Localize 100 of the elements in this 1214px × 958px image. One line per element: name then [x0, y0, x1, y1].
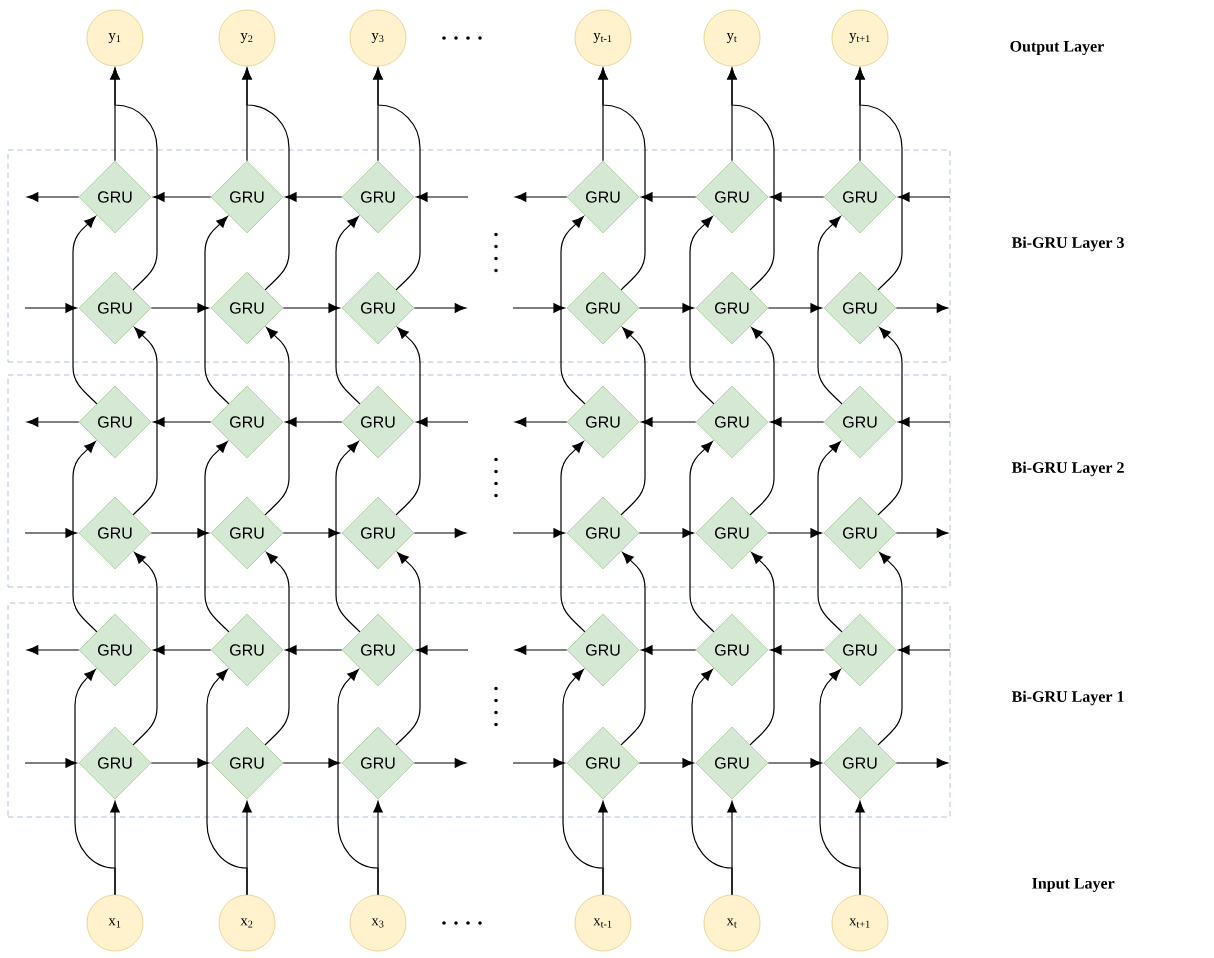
arrow	[641, 192, 697, 202]
input-node: x$_{1}$	[86, 894, 144, 952]
arrow	[877, 327, 903, 516]
arrow	[395, 552, 421, 746]
arrow	[560, 216, 586, 405]
arrow	[691, 669, 733, 896]
arrow	[767, 303, 822, 313]
arrow	[560, 441, 586, 633]
arrow	[413, 528, 467, 538]
arrow	[416, 192, 469, 202]
arrow	[898, 645, 951, 655]
arrow	[150, 528, 209, 538]
arrow	[153, 192, 212, 202]
arrow	[817, 441, 843, 633]
arrow	[337, 669, 379, 896]
arrow	[26, 645, 80, 655]
arrow	[132, 552, 158, 746]
arrow	[689, 216, 715, 405]
arrow	[335, 441, 361, 633]
arrow	[285, 417, 343, 427]
arrow	[416, 645, 469, 655]
arrow	[512, 303, 565, 313]
input-node: x$_{t}$	[703, 894, 761, 952]
arrow	[24, 758, 77, 768]
arrow	[204, 441, 230, 633]
arrow	[638, 528, 694, 538]
arrow	[641, 417, 697, 427]
arrow	[898, 192, 951, 202]
arrow	[767, 528, 822, 538]
output-node: y$_{1}$	[86, 9, 144, 67]
arrow	[153, 645, 212, 655]
arrow	[512, 528, 565, 538]
arrow	[817, 216, 843, 405]
arrow	[395, 327, 421, 516]
arrow	[749, 552, 775, 746]
arrow	[416, 417, 469, 427]
arrow	[335, 216, 361, 405]
arrow	[770, 645, 825, 655]
arrow	[153, 417, 212, 427]
arrow	[285, 192, 343, 202]
arrow	[895, 303, 949, 313]
arrow	[72, 441, 98, 633]
input-node: x$_{t-1}$	[574, 894, 632, 952]
arrow	[638, 303, 694, 313]
input-node: x$_{2}$	[218, 894, 276, 952]
arrow	[895, 528, 949, 538]
arrow	[282, 758, 340, 768]
arrow	[689, 441, 715, 633]
arrow	[206, 669, 248, 896]
arrow	[877, 552, 903, 746]
layer-label: Output Layer	[1010, 40, 1104, 56]
arrow	[110, 68, 158, 291]
output-node: y$_{3}$	[349, 9, 407, 67]
arrow	[620, 327, 646, 516]
output-node: y$_{t-1}$	[574, 9, 632, 67]
layer-label: Bi-GRU Layer 3	[1011, 236, 1124, 252]
arrow	[150, 758, 209, 768]
arrow	[413, 303, 467, 313]
arrow	[770, 192, 825, 202]
arrow	[562, 669, 604, 896]
input-node: x$_{t+1}$	[831, 894, 889, 952]
arrow	[413, 758, 467, 768]
output-node: y$_{t}$	[703, 9, 761, 67]
output-node: y$_{t+1}$	[831, 9, 889, 67]
arrow	[727, 68, 775, 291]
arrow	[74, 669, 116, 896]
arrow	[770, 417, 825, 427]
arrow	[24, 528, 77, 538]
arrow	[895, 758, 949, 768]
arrow	[641, 645, 697, 655]
input-node: x$_{3}$	[349, 894, 407, 952]
arrow	[598, 68, 646, 291]
layer-label: Bi-GRU Layer 1	[1011, 690, 1124, 706]
arrow	[514, 417, 568, 427]
arrow	[26, 192, 80, 202]
layer-label: Bi-GRU Layer 2	[1011, 461, 1124, 477]
arrow	[26, 417, 80, 427]
output-node: y$_{2}$	[218, 9, 276, 67]
arrow	[819, 669, 861, 896]
arrow	[24, 303, 77, 313]
arrow	[898, 417, 951, 427]
arrow	[72, 216, 98, 405]
arrow	[204, 216, 230, 405]
arrow	[282, 528, 340, 538]
arrow	[132, 327, 158, 516]
arrow	[373, 68, 421, 291]
arrow	[638, 758, 694, 768]
arrow	[514, 645, 568, 655]
arrow	[264, 327, 290, 516]
arrow	[512, 758, 565, 768]
arrow	[749, 327, 775, 516]
arrow	[150, 303, 209, 313]
arrow	[242, 68, 290, 291]
layer-label: Input Layer	[1032, 878, 1115, 892]
arrow	[620, 552, 646, 746]
arrow	[282, 303, 340, 313]
arrow	[767, 758, 822, 768]
arrow	[285, 645, 343, 655]
arrow	[264, 552, 290, 746]
arrow	[855, 68, 903, 291]
